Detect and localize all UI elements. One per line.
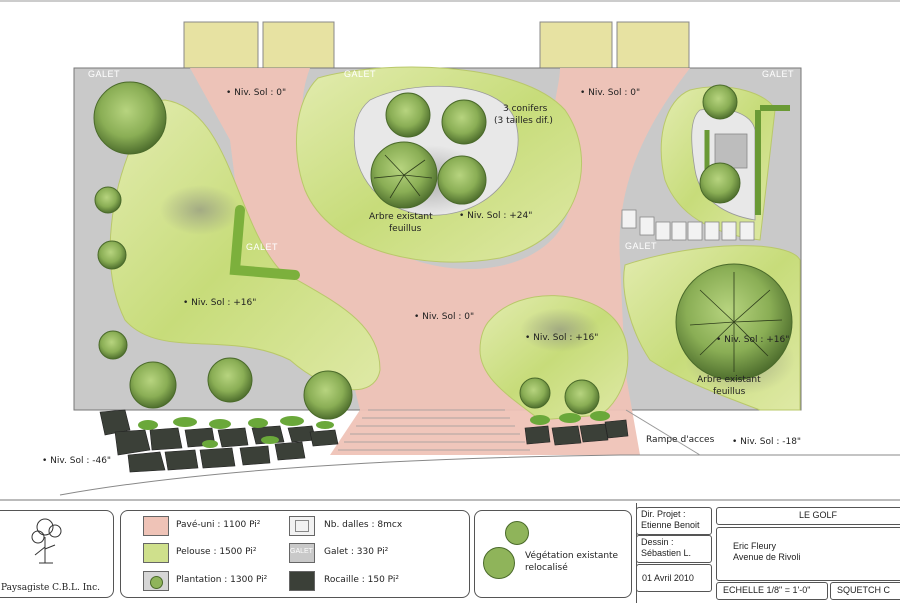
company-name: Paysagiste C.B.L. Inc. — [1, 583, 100, 593]
project-cell: LE GOLF — [716, 507, 900, 525]
ramp-line — [625, 409, 701, 456]
conifers-note: 3 conifers — [503, 104, 548, 114]
tree — [129, 361, 177, 409]
legend-swatch-galet-label: GALET — [290, 548, 313, 555]
sheet-name: SQUETCH C — [837, 585, 891, 595]
rockery-right — [524, 419, 629, 446]
tree — [702, 84, 738, 120]
dessin-name: Sébastien L. — [641, 548, 692, 558]
level-label: • Niv. Sol : 0" — [414, 312, 475, 322]
legend-swatch-pave — [143, 516, 169, 536]
level-label: • Niv. Sol : +16" — [183, 298, 257, 308]
conifers-note: (3 tailles dif.) — [494, 116, 553, 126]
vegetation-swatch-small — [505, 521, 529, 545]
tree — [97, 240, 127, 270]
tree — [519, 377, 551, 409]
legend-swatch-galet: GALET — [289, 543, 315, 563]
galet-label: GALET — [344, 69, 377, 79]
dessin-cell: Dessin : Sébastien L. — [636, 535, 712, 563]
galet-label: GALET — [625, 241, 658, 251]
project-title: LE GOLF — [799, 510, 838, 520]
scale-cell: ECHELLE 1/8" = 1'-0" — [716, 582, 828, 600]
trees — [93, 81, 793, 420]
galet-label: GALET — [762, 69, 795, 79]
tree-note: Arbre existant — [697, 375, 761, 385]
tree — [564, 379, 600, 415]
tree — [385, 92, 431, 138]
date: 01 Avril 2010 — [642, 573, 694, 583]
tree — [437, 155, 487, 205]
level-label: • Niv. Sol : -46" — [42, 456, 112, 466]
tree — [699, 162, 741, 204]
tree — [94, 186, 122, 214]
dessin-label: Dessin : — [641, 537, 674, 547]
lawn-left — [109, 99, 381, 391]
legend-galet: Galet : 330 Pi² — [324, 547, 389, 557]
legend-swatch-plantation — [143, 571, 169, 591]
date-cell: 01 Avril 2010 — [636, 564, 712, 592]
legend-box: Pavé-uni : 1100 Pi² Pelouse : 1500 Pi² P… — [120, 510, 470, 598]
tree — [207, 357, 253, 403]
level-label: • Niv. Sol : +16" — [716, 335, 790, 345]
dir-cell: Dir. Projet : Etienne Benoit — [636, 507, 712, 535]
site-curve — [59, 454, 900, 496]
hedge-left — [229, 205, 300, 280]
ramp-label: Rampe d'acces — [646, 435, 715, 445]
legend-dalles: Nb. dalles : 8mcx — [324, 520, 403, 530]
rockery-left — [99, 409, 339, 473]
tree — [441, 99, 487, 145]
sheet-cell: SQUETCH C — [830, 582, 900, 600]
galet-label: GALET — [88, 69, 121, 79]
client-address: Avenue de Rivoli — [733, 552, 801, 562]
tree-branches — [373, 154, 783, 372]
level-label: • Niv. Sol : +16" — [525, 333, 599, 343]
tree — [93, 81, 167, 155]
scale: ECHELLE 1/8" = 1'-0" — [723, 585, 811, 595]
legend-rocaille: Rocaille : 150 Pi² — [324, 575, 399, 585]
legend-swatch-rocaille — [289, 571, 315, 591]
client-name: Eric Fleury — [733, 541, 777, 551]
legend-swatch-dalles — [289, 516, 315, 536]
galet-label: GALET — [246, 242, 279, 252]
tree-note: feuillus — [389, 224, 422, 234]
dir-name: Etienne Benoit — [641, 520, 700, 530]
steps — [338, 409, 530, 451]
legend-pelouse: Pelouse : 1500 Pi² — [176, 547, 257, 557]
legend-pave: Pavé-uni : 1100 Pi² — [176, 520, 261, 530]
tree — [98, 330, 128, 360]
vegetation-swatch-large — [483, 547, 515, 579]
tree — [303, 370, 353, 420]
tree-note: Arbre existant — [369, 212, 433, 222]
client-cell: Eric Fleury Avenue de Rivoli — [716, 527, 900, 581]
tree-note: feuillus — [713, 387, 746, 397]
plants-right — [530, 411, 610, 425]
level-label: • Niv. Sol : +24" — [459, 211, 533, 221]
company-logo-icon — [31, 518, 62, 564]
company-logo-box: Paysagiste C.B.L. Inc. — [0, 510, 114, 598]
level-label: • Niv. Sol : -18" — [732, 437, 802, 447]
plants-left — [138, 416, 334, 448]
legend-plantation: Plantation : 1300 Pi² — [176, 575, 268, 585]
vegetation-label: relocalisé — [525, 563, 568, 573]
level-label: • Niv. Sol : 0" — [580, 88, 641, 98]
legend-swatch-pelouse — [143, 543, 169, 563]
stepping-slabs — [621, 133, 755, 241]
dir-label: Dir. Projet : — [641, 509, 686, 519]
vegetation-label: Végétation existante — [525, 551, 619, 561]
vegetation-legend-box: Végétation existante relocalisé — [474, 510, 632, 598]
level-label: • Niv. Sol : 0" — [226, 88, 287, 98]
